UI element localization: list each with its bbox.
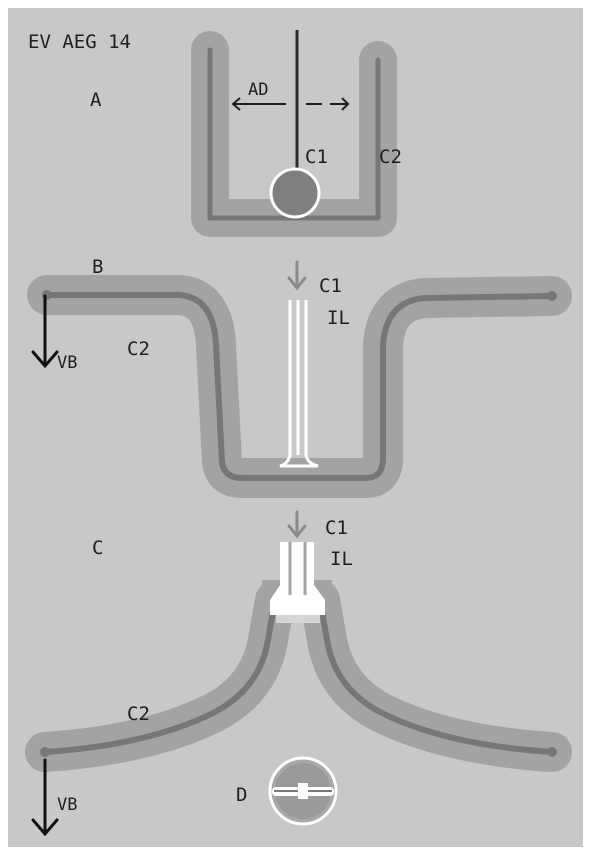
panel-c-label: C (92, 537, 103, 559)
panel-b: B C1 IL C2 VB (27, 256, 572, 498)
panel-c: C C1 IL C2 VB D (25, 510, 572, 837)
panel-a-right-arrow-dashed (306, 97, 350, 111)
panel-c-membrane-left-end (40, 747, 50, 757)
panel-b-vb-arrow (31, 294, 59, 369)
panel-c-membrane-right-end (547, 747, 557, 757)
figure-title: EV AEG 14 (28, 31, 131, 53)
panel-c-c2-label: C2 (127, 703, 150, 725)
panel-c-il-label: IL (330, 548, 353, 570)
panel-c-vb-label: VB (57, 795, 77, 815)
panel-c-il-tube (270, 542, 325, 623)
panel-a-c1-cell (269, 167, 321, 219)
panel-c-c2-membrane-core (42, 597, 555, 755)
panel-a-direction-label: AD (248, 80, 268, 100)
panel-c-c1-down-arrow (287, 510, 307, 539)
panel-c-c1-label: C1 (325, 517, 348, 539)
panel-b-c1-down-arrow (287, 260, 307, 291)
panel-c-vb-arrow (31, 758, 59, 837)
panel-c-d-label: D (236, 784, 247, 806)
panel-a-c1-label: C1 (305, 146, 328, 168)
panel-b-c2-membrane-core (44, 292, 555, 481)
panel-a-left-arrow (231, 97, 286, 111)
panel-b-il-label: IL (327, 307, 350, 329)
panel-a-label: A (90, 89, 102, 111)
panel-b-vb-label: VB (57, 353, 77, 373)
panel-a-c2-label: C2 (379, 146, 402, 168)
panel-b-c1-label: C1 (319, 275, 342, 297)
panel-a: A AD C1 C2 (90, 30, 402, 237)
panel-b-membrane-right-end (547, 291, 557, 301)
panel-b-c2-label: C2 (127, 338, 150, 360)
panel-b-label: B (92, 256, 103, 278)
panel-b-il-tube (279, 300, 319, 468)
panel-c-d-pore-symbol (268, 756, 338, 826)
